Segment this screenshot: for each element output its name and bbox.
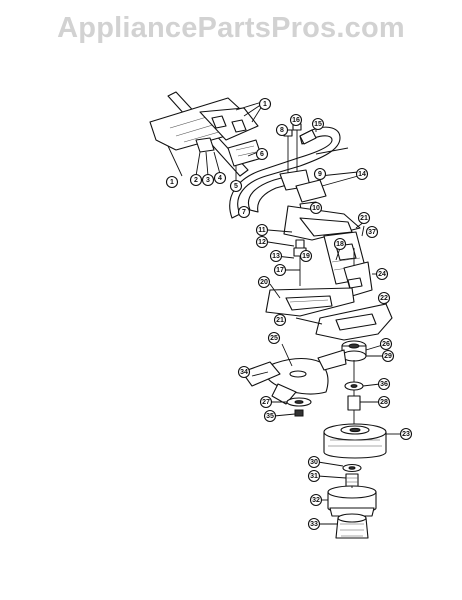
callout-label: 16: [292, 117, 300, 124]
callout-c13: 13: [269, 249, 283, 263]
callout-label: 1: [170, 179, 174, 186]
callout-label: 1: [263, 101, 267, 108]
callout-label: 14: [358, 171, 366, 178]
callout-c5: 5: [229, 179, 243, 193]
callout-c11: 11: [255, 223, 269, 237]
callout-label: 25: [270, 335, 278, 342]
callout-label: 27: [262, 399, 270, 406]
callout-label: 37: [368, 229, 376, 236]
callout-c4: 4: [213, 171, 227, 185]
callout-c20: 20: [257, 275, 271, 289]
callout-c28: 28: [377, 395, 391, 409]
callout-label: 31: [310, 473, 318, 480]
upper-handle-assembly: [149, 91, 263, 182]
callout-label: 26: [382, 341, 390, 348]
callout-c37: 37: [365, 225, 379, 239]
callout-c21a: 21: [357, 211, 371, 225]
callout-c18: 18: [333, 237, 347, 251]
spool-assembly: [317, 461, 377, 539]
callout-label: 6: [260, 151, 264, 158]
callout-c35: 35: [263, 409, 277, 423]
callout-c10: 10: [309, 201, 323, 215]
callout-label: 7: [242, 209, 246, 216]
callout-c29: 29: [381, 349, 395, 363]
callout-label: 20: [260, 279, 268, 286]
callout-label: 8: [280, 127, 284, 134]
cutter-head: [323, 423, 402, 459]
callout-c27: 27: [259, 395, 273, 409]
callout-c1b: 1: [165, 175, 179, 189]
callout-label: 34: [240, 369, 248, 376]
callout-c25: 25: [267, 331, 281, 345]
shield: [295, 299, 393, 341]
callout-label: 15: [314, 121, 322, 128]
bearing-stack: [341, 340, 387, 424]
callout-c16: 16: [289, 113, 303, 127]
callout-c33: 33: [307, 517, 321, 531]
callout-label: 23: [402, 431, 410, 438]
callout-label: 18: [336, 241, 344, 248]
callout-label: 22: [380, 295, 388, 302]
callout-c6: 6: [255, 147, 269, 161]
callout-c3: 3: [201, 173, 215, 187]
callout-c21b: 21: [273, 313, 287, 327]
callout-label: 36: [380, 381, 388, 388]
callout-label: 21: [276, 317, 284, 324]
callout-c23: 23: [399, 427, 413, 441]
blade-guard: [265, 283, 355, 317]
loop-handle: [229, 126, 349, 219]
callout-c1a: 1: [258, 97, 272, 111]
callout-label: 30: [310, 459, 318, 466]
watermark: AppliancePartsPros.com: [57, 12, 405, 44]
callout-c14: 14: [355, 167, 369, 181]
callout-c30: 30: [307, 455, 321, 469]
callout-c26: 26: [379, 337, 393, 351]
callout-c32: 32: [309, 493, 323, 507]
callout-label: 10: [312, 205, 320, 212]
callout-label: 32: [312, 497, 320, 504]
callout-label: 28: [380, 399, 388, 406]
callout-label: 3: [206, 177, 210, 184]
callout-label: 21: [360, 215, 368, 222]
callout-c24: 24: [375, 267, 389, 281]
callout-label: 24: [378, 271, 386, 278]
callout-c19: 19: [299, 249, 313, 263]
callout-label: 4: [218, 175, 222, 182]
callout-c9: 9: [313, 167, 327, 181]
callout-c8: 8: [275, 123, 289, 137]
callout-c34: 34: [237, 365, 251, 379]
callout-c12: 12: [255, 235, 269, 249]
callout-label: 33: [310, 521, 318, 528]
callout-label: 9: [318, 171, 322, 178]
callout-label: 13: [272, 253, 280, 260]
callout-label: 29: [384, 353, 392, 360]
callout-c22: 22: [377, 291, 391, 305]
callout-label: 5: [234, 183, 238, 190]
callout-label: 11: [258, 227, 266, 234]
callout-label: 2: [194, 177, 198, 184]
callout-c36: 36: [377, 377, 391, 391]
callout-label: 17: [276, 267, 284, 274]
callout-c2: 2: [189, 173, 203, 187]
cutting-blade: [241, 343, 347, 417]
callout-label: 35: [266, 413, 274, 420]
callout-c31: 31: [307, 469, 321, 483]
callout-c15: 15: [311, 117, 325, 131]
callout-c7: 7: [237, 205, 251, 219]
callout-c17: 17: [273, 263, 287, 277]
callout-label: 19: [302, 253, 310, 260]
callout-label: 12: [258, 239, 266, 246]
